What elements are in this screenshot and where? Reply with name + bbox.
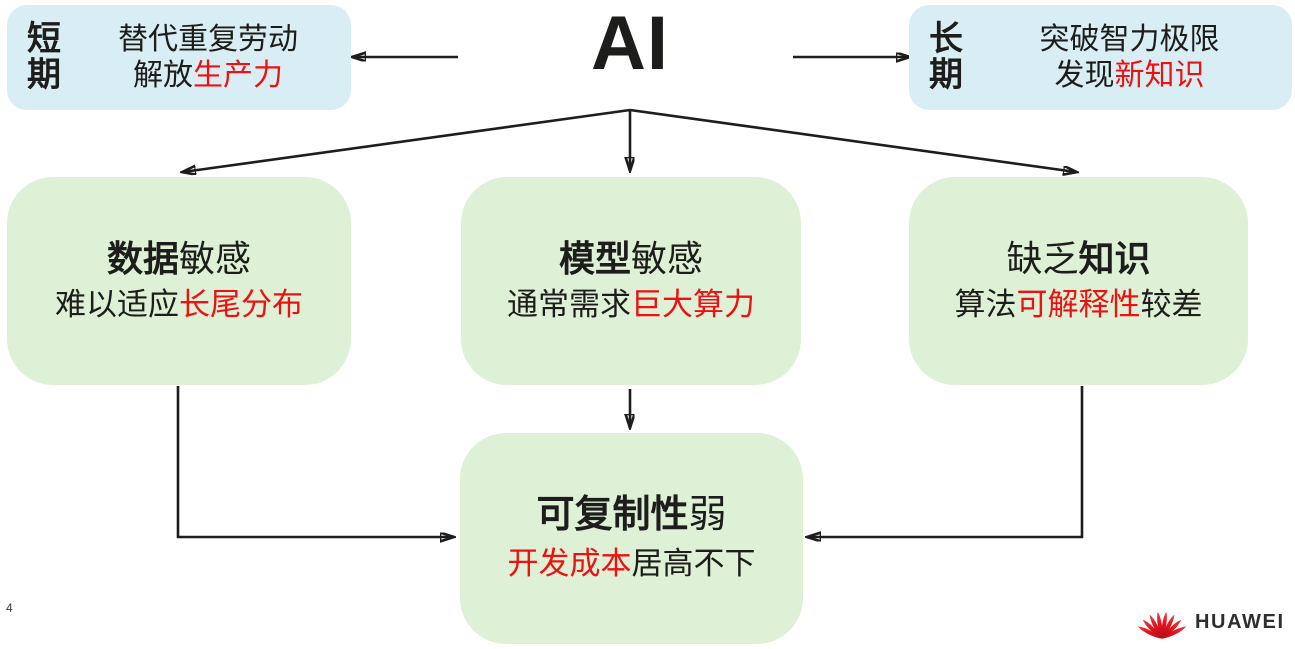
- data-box-desc: 难以适应长尾分布: [55, 287, 303, 323]
- arrow-ai-to-knowledge-box: [629, 108, 1076, 172]
- knowledge-box-desc: 算法可解释性较差: [955, 287, 1203, 323]
- model-box-desc-red: 巨大算力: [631, 287, 755, 323]
- knowledge-box-desc-black2: 较差: [1140, 287, 1203, 323]
- ai-title: AI: [591, 1, 669, 86]
- replicability-box: 可复制性弱 开发成本居高不下: [460, 433, 803, 644]
- long-term-box: 长期 突破智力极限 发现新知识: [909, 5, 1292, 110]
- model-box-title: 模型敏感: [559, 239, 703, 279]
- model-sensitive-box: 模型敏感 通常需求巨大算力: [461, 177, 801, 385]
- knowledge-box-title-normal: 缺乏: [1006, 237, 1079, 279]
- knowledge-box-desc-black: 算法: [954, 287, 1017, 323]
- conclusion-box-title-bold: 可复制性: [536, 494, 689, 537]
- page-number: 4: [6, 601, 13, 615]
- huawei-wordmark: HUAWEI: [1195, 610, 1285, 633]
- short-term-box: 短期 替代重复劳动 解放生产力: [7, 5, 351, 110]
- data-box-desc-red: 长尾分布: [179, 287, 303, 323]
- model-box-desc-black: 通常需求: [507, 287, 631, 323]
- conclusion-box-desc-red: 开发成本: [507, 546, 632, 582]
- short-term-text: 替代重复劳动 解放生产力: [65, 22, 351, 94]
- long-term-label: 长期: [929, 19, 963, 94]
- conclusion-box-desc: 开发成本居高不下: [508, 546, 756, 582]
- knowledge-box-title: 缺乏知识: [1006, 239, 1150, 279]
- long-term-text: 突破智力极限 发现新知识: [967, 22, 1292, 94]
- model-box-title-bold: 模型: [558, 237, 631, 279]
- data-box-desc-black: 难以适应: [55, 287, 179, 323]
- conclusion-box-title: 可复制性弱: [536, 494, 727, 537]
- long-term-line2-black: 发现: [1054, 58, 1115, 92]
- huawei-flower-icon: [1138, 611, 1186, 639]
- data-box-title-normal: 敏感: [179, 237, 252, 279]
- short-term-label: 短期: [27, 19, 61, 94]
- arrow-knowledge-to-conclusion: [808, 386, 1084, 537]
- knowledge-box-title-bold: 知识: [1078, 237, 1151, 279]
- lack-knowledge-box: 缺乏知识 算法可解释性较差: [909, 177, 1248, 385]
- huawei-logo: HUAWEI: [1138, 601, 1285, 643]
- conclusion-box-title-normal: 弱: [688, 494, 727, 537]
- long-term-line2-red: 新知识: [1114, 58, 1205, 92]
- model-box-title-normal: 敏感: [631, 237, 704, 279]
- short-term-line1: 替代重复劳动: [118, 22, 298, 56]
- model-box-desc: 通常需求巨大算力: [507, 287, 755, 323]
- arrow-data-to-conclusion: [176, 386, 453, 537]
- knowledge-box-desc-red: 可解释性: [1016, 287, 1141, 323]
- short-term-line2-black: 解放: [133, 58, 193, 92]
- long-term-line1: 突破智力极限: [1039, 22, 1220, 56]
- data-box-title-bold: 数据: [106, 237, 179, 279]
- conclusion-box-desc-black: 居高不下: [631, 546, 756, 582]
- data-sensitive-box: 数据敏感 难以适应长尾分布: [7, 177, 351, 385]
- arrow-ai-to-data-box: [183, 108, 631, 172]
- data-box-title: 数据敏感: [107, 239, 251, 279]
- short-term-line2-red: 生产力: [193, 58, 283, 92]
